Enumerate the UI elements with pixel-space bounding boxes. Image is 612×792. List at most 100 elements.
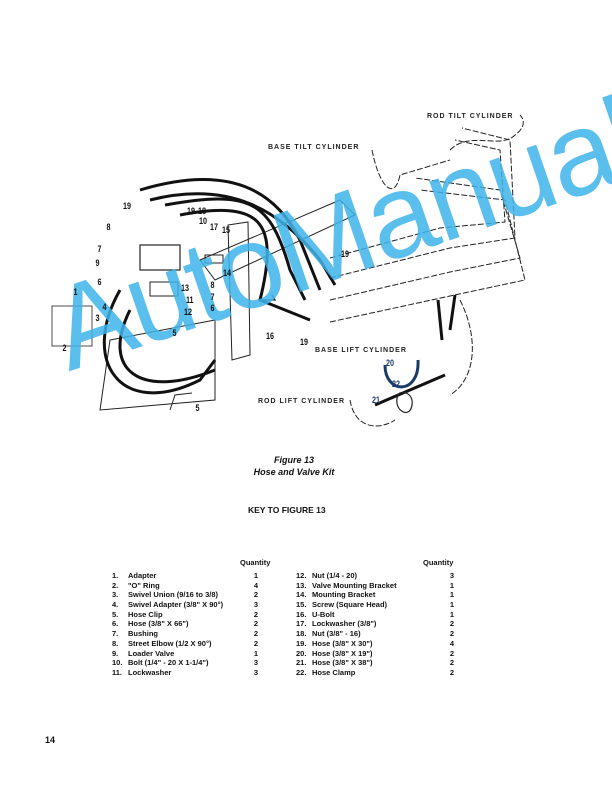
parts-list-row: 6.Hose (3/8" X 66")2 — [112, 619, 266, 629]
callout-12: 12 — [184, 307, 193, 317]
part-quantity: 2 — [449, 648, 455, 658]
part-name: Valve Mounting Bracket — [312, 580, 397, 590]
part-number: 18. — [296, 629, 307, 639]
part-number: 7. — [112, 629, 119, 639]
parts-list-row: 1. Adapter 1 — [112, 571, 266, 581]
part-name: Street Elbow (1/2 X 90°) — [128, 638, 212, 648]
callout-17: 17 — [210, 222, 219, 232]
callout-21: 21 — [372, 395, 381, 405]
page-number: 14 — [45, 735, 56, 745]
part-number: 8. — [112, 638, 119, 648]
callout-20: 20 — [386, 358, 395, 368]
part-number: 17. — [296, 619, 307, 629]
part-number: 12. — [296, 571, 307, 580]
parts-list-row: 20.Hose (3/8" X 19")2 — [296, 649, 462, 659]
part-quantity: 1 — [253, 648, 259, 658]
loader-valve — [139, 244, 181, 271]
hose-clamp — [396, 391, 413, 413]
callout-6: 6 — [210, 303, 215, 313]
part-name: Swivel Union (9/16 to 3/8) — [128, 590, 219, 600]
part-quantity: 2 — [449, 629, 455, 639]
parts-list-row: 10.Bolt (1/4" - 20 X 1-1/4")3 — [112, 658, 266, 668]
part-number: 16. — [296, 609, 307, 619]
part-number: 2. — [112, 580, 119, 590]
part-number: 15. — [296, 600, 307, 610]
part-name: Lockwasher (3/8") — [312, 619, 377, 629]
part-quantity: 1 — [449, 609, 455, 619]
callout-3: 3 — [95, 313, 100, 323]
part-number: 13. — [296, 580, 307, 590]
u-bolt — [258, 294, 277, 301]
callout-9: 9 — [95, 258, 100, 268]
callout-8: 8 — [106, 222, 111, 232]
parts-list-row: 19.Hose (3/8" X 30")4 — [296, 639, 462, 649]
part-number: 10. — [112, 658, 123, 668]
part-quantity: 3 — [449, 571, 455, 580]
parts-list-row: 17.Lockwasher (3/8")2 — [296, 619, 462, 629]
part-quantity: 3 — [253, 600, 259, 610]
parts-list-row: 22. Hose Clamp 2 — [296, 668, 462, 678]
part-name: Screw (Square Head) — [312, 600, 388, 610]
hose-clip — [169, 392, 193, 411]
part-quantity: 2 — [449, 667, 455, 677]
part-quantity: 1 — [253, 571, 259, 580]
adapter-callout-box — [51, 305, 93, 347]
callout-14: 14 — [223, 268, 232, 278]
part-quantity: 1 — [449, 600, 455, 610]
callout-8: 8 — [210, 280, 215, 290]
valve-mounting-bracket — [149, 281, 179, 297]
part-name: Hose (3/8" X 19") — [312, 648, 373, 658]
part-name: Hose Clip — [128, 609, 163, 619]
part-quantity: 2 — [253, 638, 259, 648]
label-base-lift-cylinder: BASE LIFT CYLINDER — [315, 347, 407, 354]
label-base-tilt-cylinder: BASE TILT CYLINDER — [268, 144, 360, 151]
part-number: 5. — [112, 609, 119, 619]
part-name: Bushing — [128, 629, 158, 639]
part-name: Hose (3/8" X 38") — [312, 658, 373, 668]
part-quantity: 2 — [253, 629, 259, 639]
callout-2: 2 — [62, 343, 67, 353]
part-name: Swivel Adapter (3/8" X 90°) — [128, 600, 224, 610]
part-quantity: 2 — [253, 609, 259, 619]
parts-list-row: 5. Hose Clip 2 — [112, 610, 266, 620]
hose-valve-diagram — [51, 114, 526, 427]
part-name: Nut (1/4 - 20) — [312, 571, 358, 580]
part-name: Hose (3/8" X 66") — [128, 619, 189, 629]
callout-16: 16 — [266, 331, 275, 341]
callout-13: 13 — [181, 283, 190, 293]
part-number: 4. — [112, 600, 119, 610]
parts-list-row: 21.Hose (3/8" X 38")2 — [296, 658, 462, 668]
part-name: Nut (3/8" - 16) — [312, 629, 361, 639]
part-number: 3. — [112, 590, 119, 600]
loader-frame-beam — [199, 199, 356, 281]
part-number: 1. — [112, 571, 119, 580]
part-number: 22. — [296, 667, 307, 677]
part-name: Lockwasher — [128, 667, 172, 677]
callout-7: 7 — [97, 244, 102, 254]
steel-tubes — [329, 114, 526, 427]
callout-18: 18 — [198, 206, 207, 216]
mounting-bracket — [204, 254, 224, 264]
part-quantity: 2 — [449, 658, 455, 668]
part-name: Adapter — [128, 571, 157, 580]
parts-list-row: 7. Bushing 2 — [112, 629, 266, 639]
part-name: Hose Clamp — [312, 667, 356, 677]
part-number: 6. — [112, 619, 119, 629]
part-name: Bolt (1/4" - 20 X 1-1/4") — [128, 658, 209, 668]
part-quantity: 1 — [449, 590, 455, 600]
callout-19: 19 — [300, 337, 309, 347]
thick-hoses — [102, 178, 457, 407]
mounting-post — [227, 221, 251, 361]
callout-5: 5 — [172, 328, 177, 338]
callout-7: 7 — [210, 292, 215, 302]
callout-15: 15 — [222, 225, 231, 235]
part-number: 9. — [112, 648, 119, 658]
label-rod-lift-cylinder: ROD LIFT CYLINDER — [258, 398, 345, 405]
